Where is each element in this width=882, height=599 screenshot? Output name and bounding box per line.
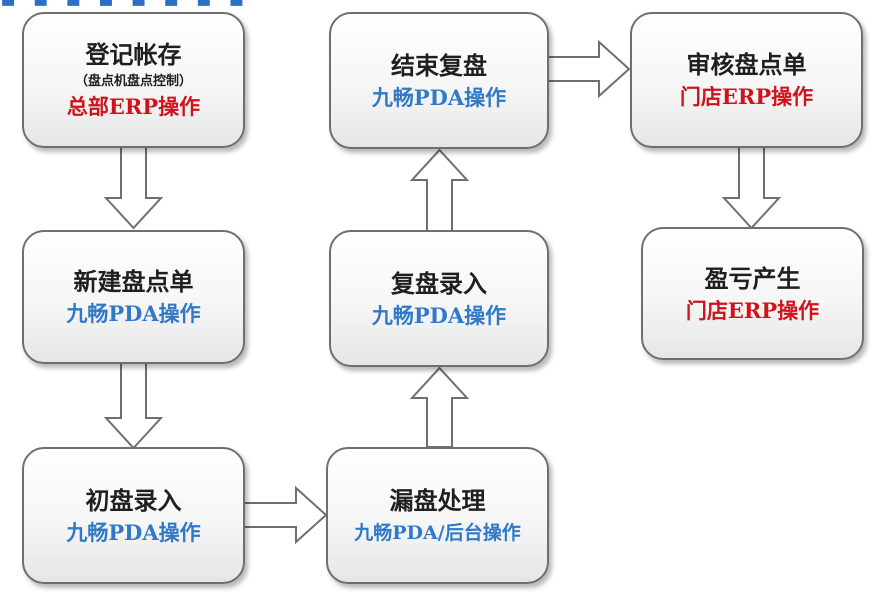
arrow-up-recheck-to-end-recheck <box>409 148 470 232</box>
box-title: 新建盘点单 <box>73 267 194 296</box>
arrow-down-new-sheet-to-initial <box>103 362 164 450</box>
box-missed-count-handling: 漏盘处理 九畅PDA/后台操作 <box>326 447 549 584</box>
box-operator: 九畅PDA操作 <box>371 302 507 328</box>
box-new-count-sheet: 新建盘点单 九畅PDA操作 <box>22 230 245 364</box>
box-operator: 九畅PDA操作 <box>371 84 507 110</box>
arrow-right-initial-to-missed <box>243 485 328 545</box>
box-register-stock: 登记帐存 （盘点机盘点控制） 总部ERP操作 <box>22 12 245 148</box>
box-title: 结束复盘 <box>391 50 487 80</box>
box-operator: 九畅PDA操作 <box>66 519 201 545</box>
box-recheck-entry: 复盘录入 九畅PDA操作 <box>329 230 549 367</box>
box-title: 复盘录入 <box>391 268 487 298</box>
box-initial-count-entry: 初盘录入 九畅PDA操作 <box>22 447 245 584</box>
cropped-header-fragment: ▪ ▪ ▪ ▪ ▪ ▪ ▪ ▪ <box>0 0 882 10</box>
box-end-recheck: 结束复盘 九畅PDA操作 <box>329 12 549 149</box>
box-operator: 九畅PDA/后台操作 <box>354 521 521 544</box>
box-audit-count-sheet: 审核盘点单 门店ERP操作 <box>630 12 863 148</box>
box-title: 盈亏产生 <box>704 263 801 293</box>
box-title: 登记帐存 <box>85 40 182 69</box>
arrow-right-end-recheck-to-audit <box>546 39 631 99</box>
box-profit-loss: 盈亏产生 门店ERP操作 <box>641 227 864 360</box>
arrow-up-missed-to-recheck <box>409 366 470 448</box>
box-operator: 门店ERP操作 <box>685 297 820 323</box>
box-title: 漏盘处理 <box>389 485 486 515</box>
box-operator: 门店ERP操作 <box>679 84 814 109</box>
box-title: 审核盘点单 <box>686 50 807 79</box>
header-text: ▪ ▪ ▪ ▪ ▪ ▪ ▪ ▪ <box>0 0 249 10</box>
box-operator: 九畅PDA操作 <box>66 301 201 326</box>
arrow-down-audit-to-profit-loss <box>721 146 782 230</box>
arrow-down-register-to-new-sheet <box>103 146 164 230</box>
box-operator: 总部ERP操作 <box>66 94 201 119</box>
box-title: 初盘录入 <box>85 485 182 515</box>
box-note: （盘点机盘点控制） <box>74 74 192 89</box>
